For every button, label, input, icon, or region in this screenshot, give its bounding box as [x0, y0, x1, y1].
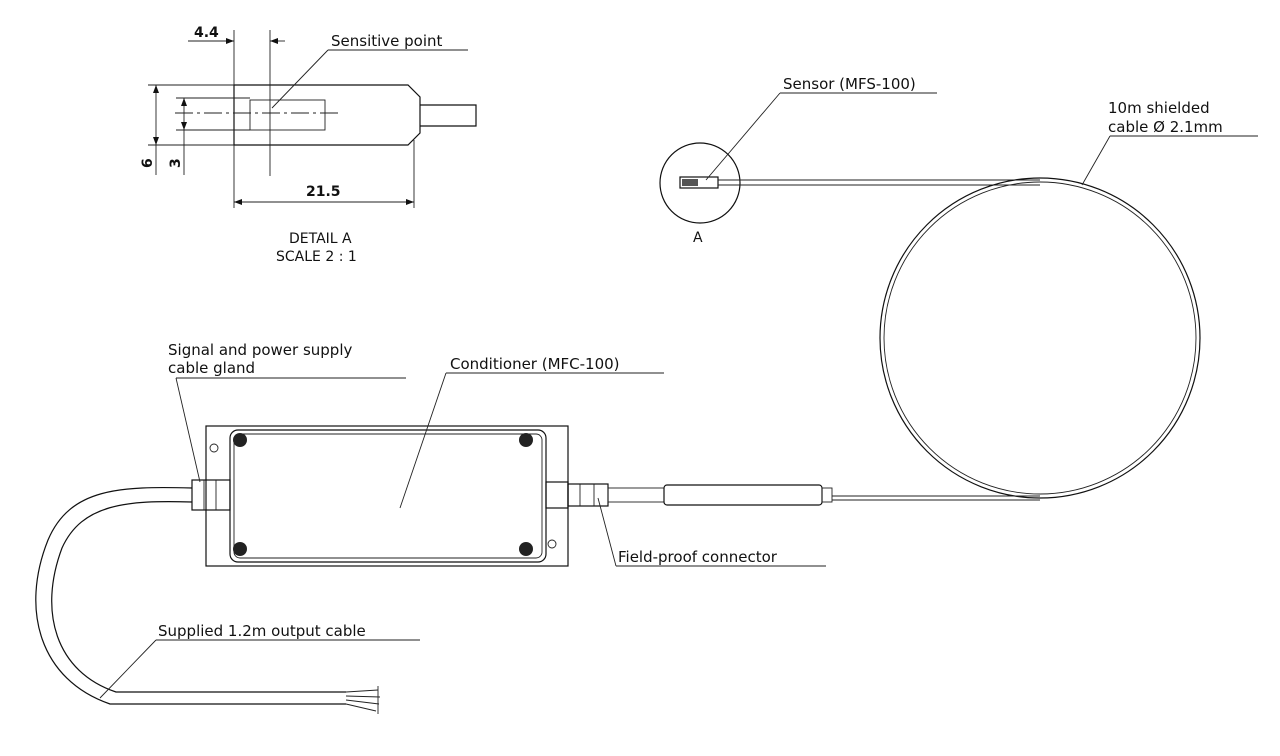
connector-label: Field-proof connector [618, 548, 778, 566]
screw-icon [233, 542, 247, 556]
mounting-hole [209, 443, 219, 453]
conditioner-housing [229, 429, 547, 563]
connector-base [545, 481, 569, 509]
sensor-label: Sensor (MFS-100) [783, 75, 916, 93]
sensor-element-outline [249, 99, 326, 131]
housing-screws [233, 433, 533, 556]
screw-icon [519, 433, 533, 447]
sensor-assembly: A Sensor (MFS-100) 10m shielded cable Ø … [659, 75, 1258, 501]
connector-sleeve [607, 487, 665, 503]
gland-label-line2: cable gland [168, 359, 255, 377]
cable-strain-relief [663, 484, 823, 506]
sensor-probe-element [682, 179, 698, 186]
sensor-tip-outline [233, 84, 421, 146]
connector-leader [597, 497, 617, 567]
conditioner-lid [233, 433, 543, 559]
dim-width-top-value: 4.4 [194, 25, 219, 41]
dim-height-inner-value: 3 [168, 158, 184, 168]
detail-cable-stub [420, 104, 477, 127]
detail-a-circle [659, 142, 741, 224]
cable-coil-inner [883, 181, 1197, 495]
detail-a-view: 4.4 Sensitive point 6 3 21.5 DETAIL A SC… [140, 25, 477, 265]
output-cable [51, 501, 346, 693]
dim-arrowhead [153, 85, 159, 93]
dim-arrowhead [181, 98, 187, 106]
cable-gland [191, 479, 231, 511]
detail-caption-line2: SCALE 2 : 1 [276, 249, 357, 265]
dim-arrowhead [153, 137, 159, 145]
dim-height-outer-value: 6 [140, 158, 156, 168]
output-cable-wires [345, 686, 381, 714]
dim-arrowhead [226, 38, 234, 44]
output-cable-label: Supplied 1.2m output cable [158, 622, 366, 640]
sensitive-point-label: Sensitive point [331, 32, 443, 50]
detail-caption-line1: DETAIL A [289, 231, 352, 247]
field-proof-connector [567, 483, 609, 507]
output-cable-leader [99, 639, 157, 699]
dim-arrowhead [406, 199, 414, 205]
conditioner-mounting-plate [205, 425, 569, 567]
output-cable [35, 486, 346, 705]
mounting-hole [547, 539, 557, 549]
cable-coil [879, 177, 1201, 499]
dim-length-value: 21.5 [306, 184, 341, 200]
conditioner-leader [399, 372, 447, 509]
cable-label-line2: cable Ø 2.1mm [1108, 118, 1223, 136]
gland-label-line1: Signal and power supply [168, 341, 352, 359]
cable-leader [1081, 135, 1111, 186]
cable-label-line1: 10m shielded [1108, 99, 1210, 117]
dim-arrowhead [181, 122, 187, 130]
screw-icon [233, 433, 247, 447]
sensor-probe [679, 176, 719, 189]
dim-arrowhead [234, 199, 242, 205]
conditioner-label: Conditioner (MFC-100) [450, 355, 620, 373]
screw-icon [519, 542, 533, 556]
gland-leader [175, 377, 201, 483]
dim-arrowhead [270, 38, 278, 44]
conditioner-assembly: Conditioner (MFC-100) Signal and power s… [35, 341, 833, 714]
sensor-leader [705, 92, 781, 181]
strain-relief-end [821, 487, 833, 503]
sensitive-point-leader [271, 49, 329, 109]
detail-a-marker: A [693, 230, 703, 246]
